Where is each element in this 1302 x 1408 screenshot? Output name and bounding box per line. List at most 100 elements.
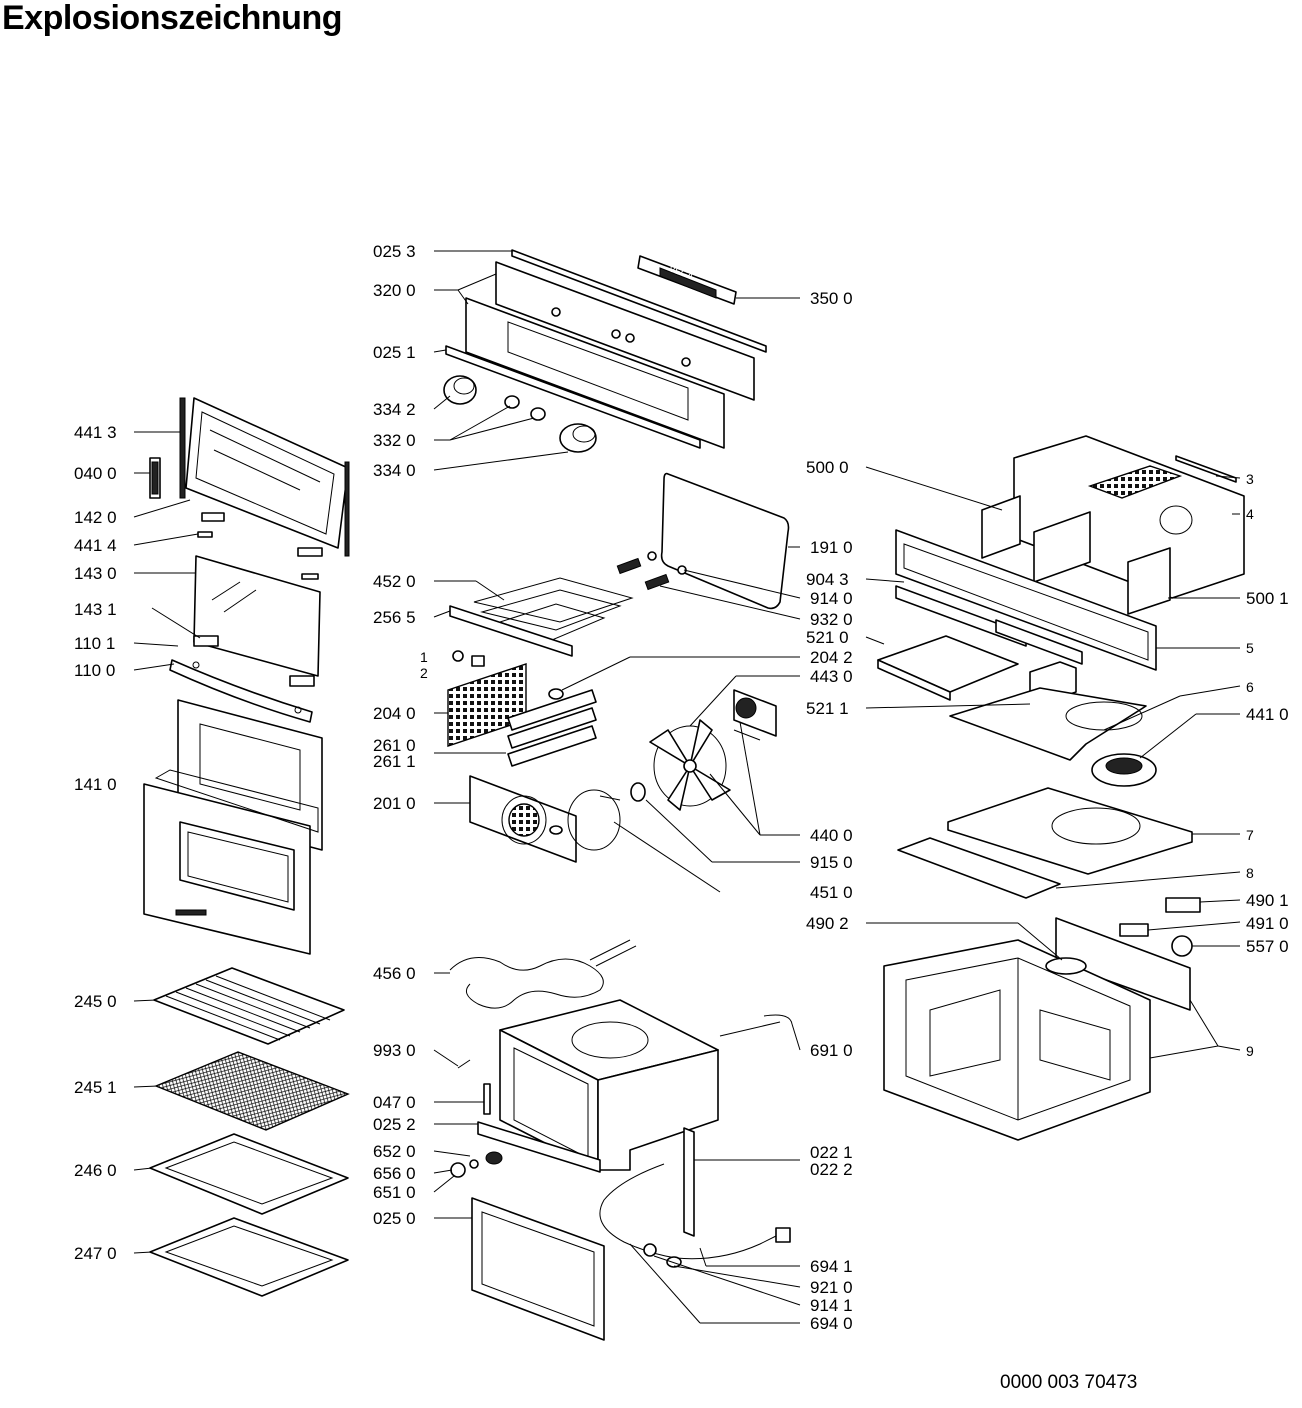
callout-3: 3 — [1246, 471, 1254, 487]
callout-6: 6 — [1246, 679, 1254, 695]
door-handle — [169, 659, 313, 723]
callout-204-2: 204 2 — [810, 648, 853, 667]
callout-334-0: 334 0 — [373, 461, 416, 480]
callout-914-1: 914 1 — [810, 1296, 853, 1315]
callout-440-0: 440 0 — [810, 826, 853, 845]
callout-914-0: 914 0 — [810, 589, 853, 608]
callout-labels-center-right: 350 0 191 0 914 0 932 0 204 2 443 0 440 … — [810, 289, 853, 1333]
callout-441-3: 441 3 — [74, 423, 117, 442]
callout-025-0: 025 0 — [373, 1209, 416, 1228]
callout-245-1: 245 1 — [74, 1078, 117, 1097]
control-knobs — [443, 375, 597, 453]
fan-baffle — [469, 775, 577, 863]
back-panel-9 — [1055, 917, 1191, 1011]
callout-025-3: 025 3 — [373, 242, 416, 261]
convection-fan — [649, 719, 731, 811]
bracket-047 — [483, 1083, 491, 1115]
door-seal — [660, 472, 790, 610]
callout-labels-left: 441 3 040 0 142 0 441 4 143 0 143 1 110 … — [74, 423, 117, 1263]
callout-201-0: 201 0 — [373, 794, 416, 813]
callout-915-0: 915 0 — [810, 853, 853, 872]
callout-142-0: 142 0 — [74, 508, 117, 527]
fan-wheel-441 — [1091, 753, 1157, 787]
control-housing — [895, 529, 1157, 671]
page-title: Explosionszeichnung — [2, 0, 342, 37]
callout-022-1: 022 1 — [810, 1143, 853, 1162]
callout-656-0: 656 0 — [373, 1164, 416, 1183]
callout-490-2: 490 2 — [806, 914, 849, 933]
control-panel-rail — [445, 345, 701, 449]
display-strips — [895, 585, 1083, 665]
callout-025-1: 025 1 — [373, 343, 416, 362]
lamp-parts — [450, 1151, 503, 1178]
callout-694-1: 694 1 — [810, 1257, 853, 1276]
callout-491-0: 491 0 — [1246, 914, 1289, 933]
callout-143-1: 143 1 — [74, 600, 117, 619]
callout-labels-center-left: 025 3 320 0 025 1 334 2 332 0 334 0 452 … — [373, 242, 428, 1228]
callout-521-0: 521 0 — [806, 628, 849, 647]
callout-025-2: 025 2 — [373, 1115, 416, 1134]
callout-652-0: 652 0 — [373, 1142, 416, 1161]
side-brackets-022 — [683, 1127, 695, 1237]
control-panel — [465, 249, 767, 449]
callout-4: 4 — [1246, 506, 1254, 522]
grid-shelf — [154, 1051, 350, 1131]
callout-500-1: 500 1 — [1246, 589, 1289, 608]
bottom-heating-element — [449, 939, 637, 1009]
callout-921-0: 921 0 — [810, 1278, 853, 1297]
callout-022-2: 022 2 — [810, 1160, 853, 1179]
door-inner-frame — [179, 397, 350, 557]
callout-500-0: 500 0 — [806, 458, 849, 477]
callout-490-1: 490 1 — [1246, 891, 1289, 910]
callout-691-0: 691 0 — [810, 1041, 853, 1060]
callout-110-0: 110 0 — [74, 661, 115, 680]
callout-932-0: 932 0 — [810, 610, 853, 629]
lamp-socket-490 — [1045, 957, 1087, 975]
callout-993-0: 993 0 — [373, 1041, 416, 1060]
door-middle-glass — [193, 555, 321, 677]
small-screw-993 — [457, 1059, 471, 1069]
callout-110-1: 110 1 — [74, 634, 115, 653]
callout-047-0: 047 0 — [373, 1093, 416, 1112]
callout-256-5: 256 5 — [373, 608, 416, 627]
callout-245-0: 245 0 — [74, 992, 117, 1011]
document-number: 0000 003 70473 — [1000, 1372, 1138, 1393]
callout-320-0: 320 0 — [373, 281, 416, 300]
top-plate-7 — [947, 787, 1193, 875]
callout-521-1: 521 1 — [806, 699, 849, 718]
cover-strips — [1175, 455, 1237, 483]
lower-trim-rail — [477, 1121, 601, 1173]
door-outer-panel — [143, 769, 319, 955]
brand-badge: VEGA — [637, 255, 737, 305]
deep-tray — [149, 1217, 349, 1297]
cable-harness — [599, 1163, 791, 1268]
callout-5: 5 — [1246, 640, 1254, 656]
callout-441-4: 441 4 — [74, 536, 117, 555]
small-screws — [452, 650, 485, 667]
callout-557-0: 557 0 — [1246, 937, 1289, 956]
callout-labels-right: 500 0 904 3 521 0 521 1 490 2 3 4 500 1 … — [806, 458, 1289, 1059]
callout-441-0: 441 0 — [1246, 705, 1289, 724]
callout-651-0: 651 0 — [373, 1183, 416, 1202]
leader-lines — [133, 250, 1241, 1324]
wire-shelf — [153, 967, 345, 1045]
callout-350-0: 350 0 — [810, 289, 853, 308]
electronic-board — [877, 635, 1019, 701]
callout-261-0: 261 0 — [373, 736, 416, 755]
callout-1: 1 — [420, 649, 428, 665]
callout-143-0: 143 0 — [74, 564, 117, 583]
callout-7: 7 — [1246, 827, 1254, 843]
callout-334-2: 334 2 — [373, 400, 416, 419]
callout-456-0: 456 0 — [373, 964, 416, 983]
back-panel — [471, 1197, 605, 1341]
callout-204-0: 204 0 — [373, 704, 416, 723]
callout-246-0: 246 0 — [74, 1161, 117, 1180]
side-rails — [507, 689, 597, 767]
callout-040-0: 040 0 — [74, 464, 117, 483]
callout-8: 8 — [1246, 865, 1254, 881]
callout-452-0: 452 0 — [373, 572, 416, 591]
callout-191-0: 191 0 — [810, 538, 853, 557]
callout-9: 9 — [1246, 1043, 1254, 1059]
fan-motor — [733, 689, 777, 741]
